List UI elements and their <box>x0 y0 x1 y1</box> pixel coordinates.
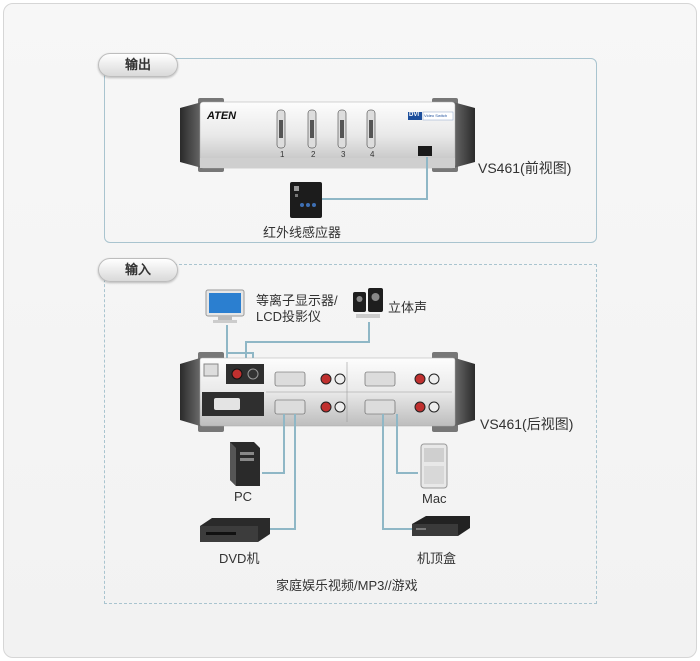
monitor-icon <box>205 289 245 323</box>
input-group-box <box>104 264 597 604</box>
ir-cable-vertical <box>426 157 428 199</box>
port-number-2: 2 <box>311 150 316 159</box>
front-view-label: VS461(前视图) <box>478 160 572 176</box>
speaker-label: 立体声 <box>388 300 428 315</box>
speaker-icon <box>353 288 383 318</box>
stb-cable-horizontal <box>382 528 412 530</box>
entertainment-label: 家庭娱乐视频/MP3//游戏 <box>276 578 418 593</box>
speaker-cable-horizontal <box>245 341 370 343</box>
speaker-cable-vertical <box>368 322 370 342</box>
mac-cable-horizontal <box>396 472 418 474</box>
mac-label: Mac <box>422 491 447 506</box>
ir-sensor-label: 红外线感应器 <box>263 225 342 240</box>
pc-label: PC <box>234 489 253 504</box>
rear-view-label: VS461(后视图) <box>480 416 574 432</box>
set-top-box-icon <box>412 516 470 536</box>
output-group-box <box>104 58 597 243</box>
dvi-badge-text: DVI <box>409 112 420 118</box>
display-label-line2: LCD投影仪 <box>256 309 322 324</box>
mac-cable-vertical <box>396 414 398 474</box>
ir-sensor-icon <box>290 182 322 218</box>
port-number-3: 3 <box>341 150 346 159</box>
port-number-4: 4 <box>370 150 375 159</box>
dvd-cable-vertical <box>294 414 296 530</box>
display-label-line1: 等离子显示器/ <box>256 293 338 308</box>
vs461-front-device <box>180 98 475 172</box>
set-top-box-label: 机顶盒 <box>417 551 457 566</box>
ir-cable-horizontal <box>322 198 428 200</box>
port-number-1: 1 <box>280 150 285 159</box>
input-tab: 输入 <box>98 258 178 282</box>
brand-logo-text: ATEN <box>207 110 237 122</box>
display-branch <box>226 352 253 354</box>
stb-cable-vertical <box>382 414 384 530</box>
pc-cable-vertical <box>283 414 285 474</box>
pc-tower-icon <box>230 442 260 486</box>
output-tab: 输出 <box>98 53 178 77</box>
dvd-player-icon <box>200 518 270 542</box>
vs461-rear-device <box>180 352 475 432</box>
video-switch-badge-text: Video Switch <box>424 113 448 118</box>
mac-tower-icon <box>420 443 448 489</box>
dvd-cable-horizontal <box>270 528 296 530</box>
pc-cable-horizontal <box>262 472 285 474</box>
display-cable <box>226 325 228 363</box>
display-branch-drop <box>252 352 254 363</box>
dvd-label: DVD机 <box>219 551 260 566</box>
